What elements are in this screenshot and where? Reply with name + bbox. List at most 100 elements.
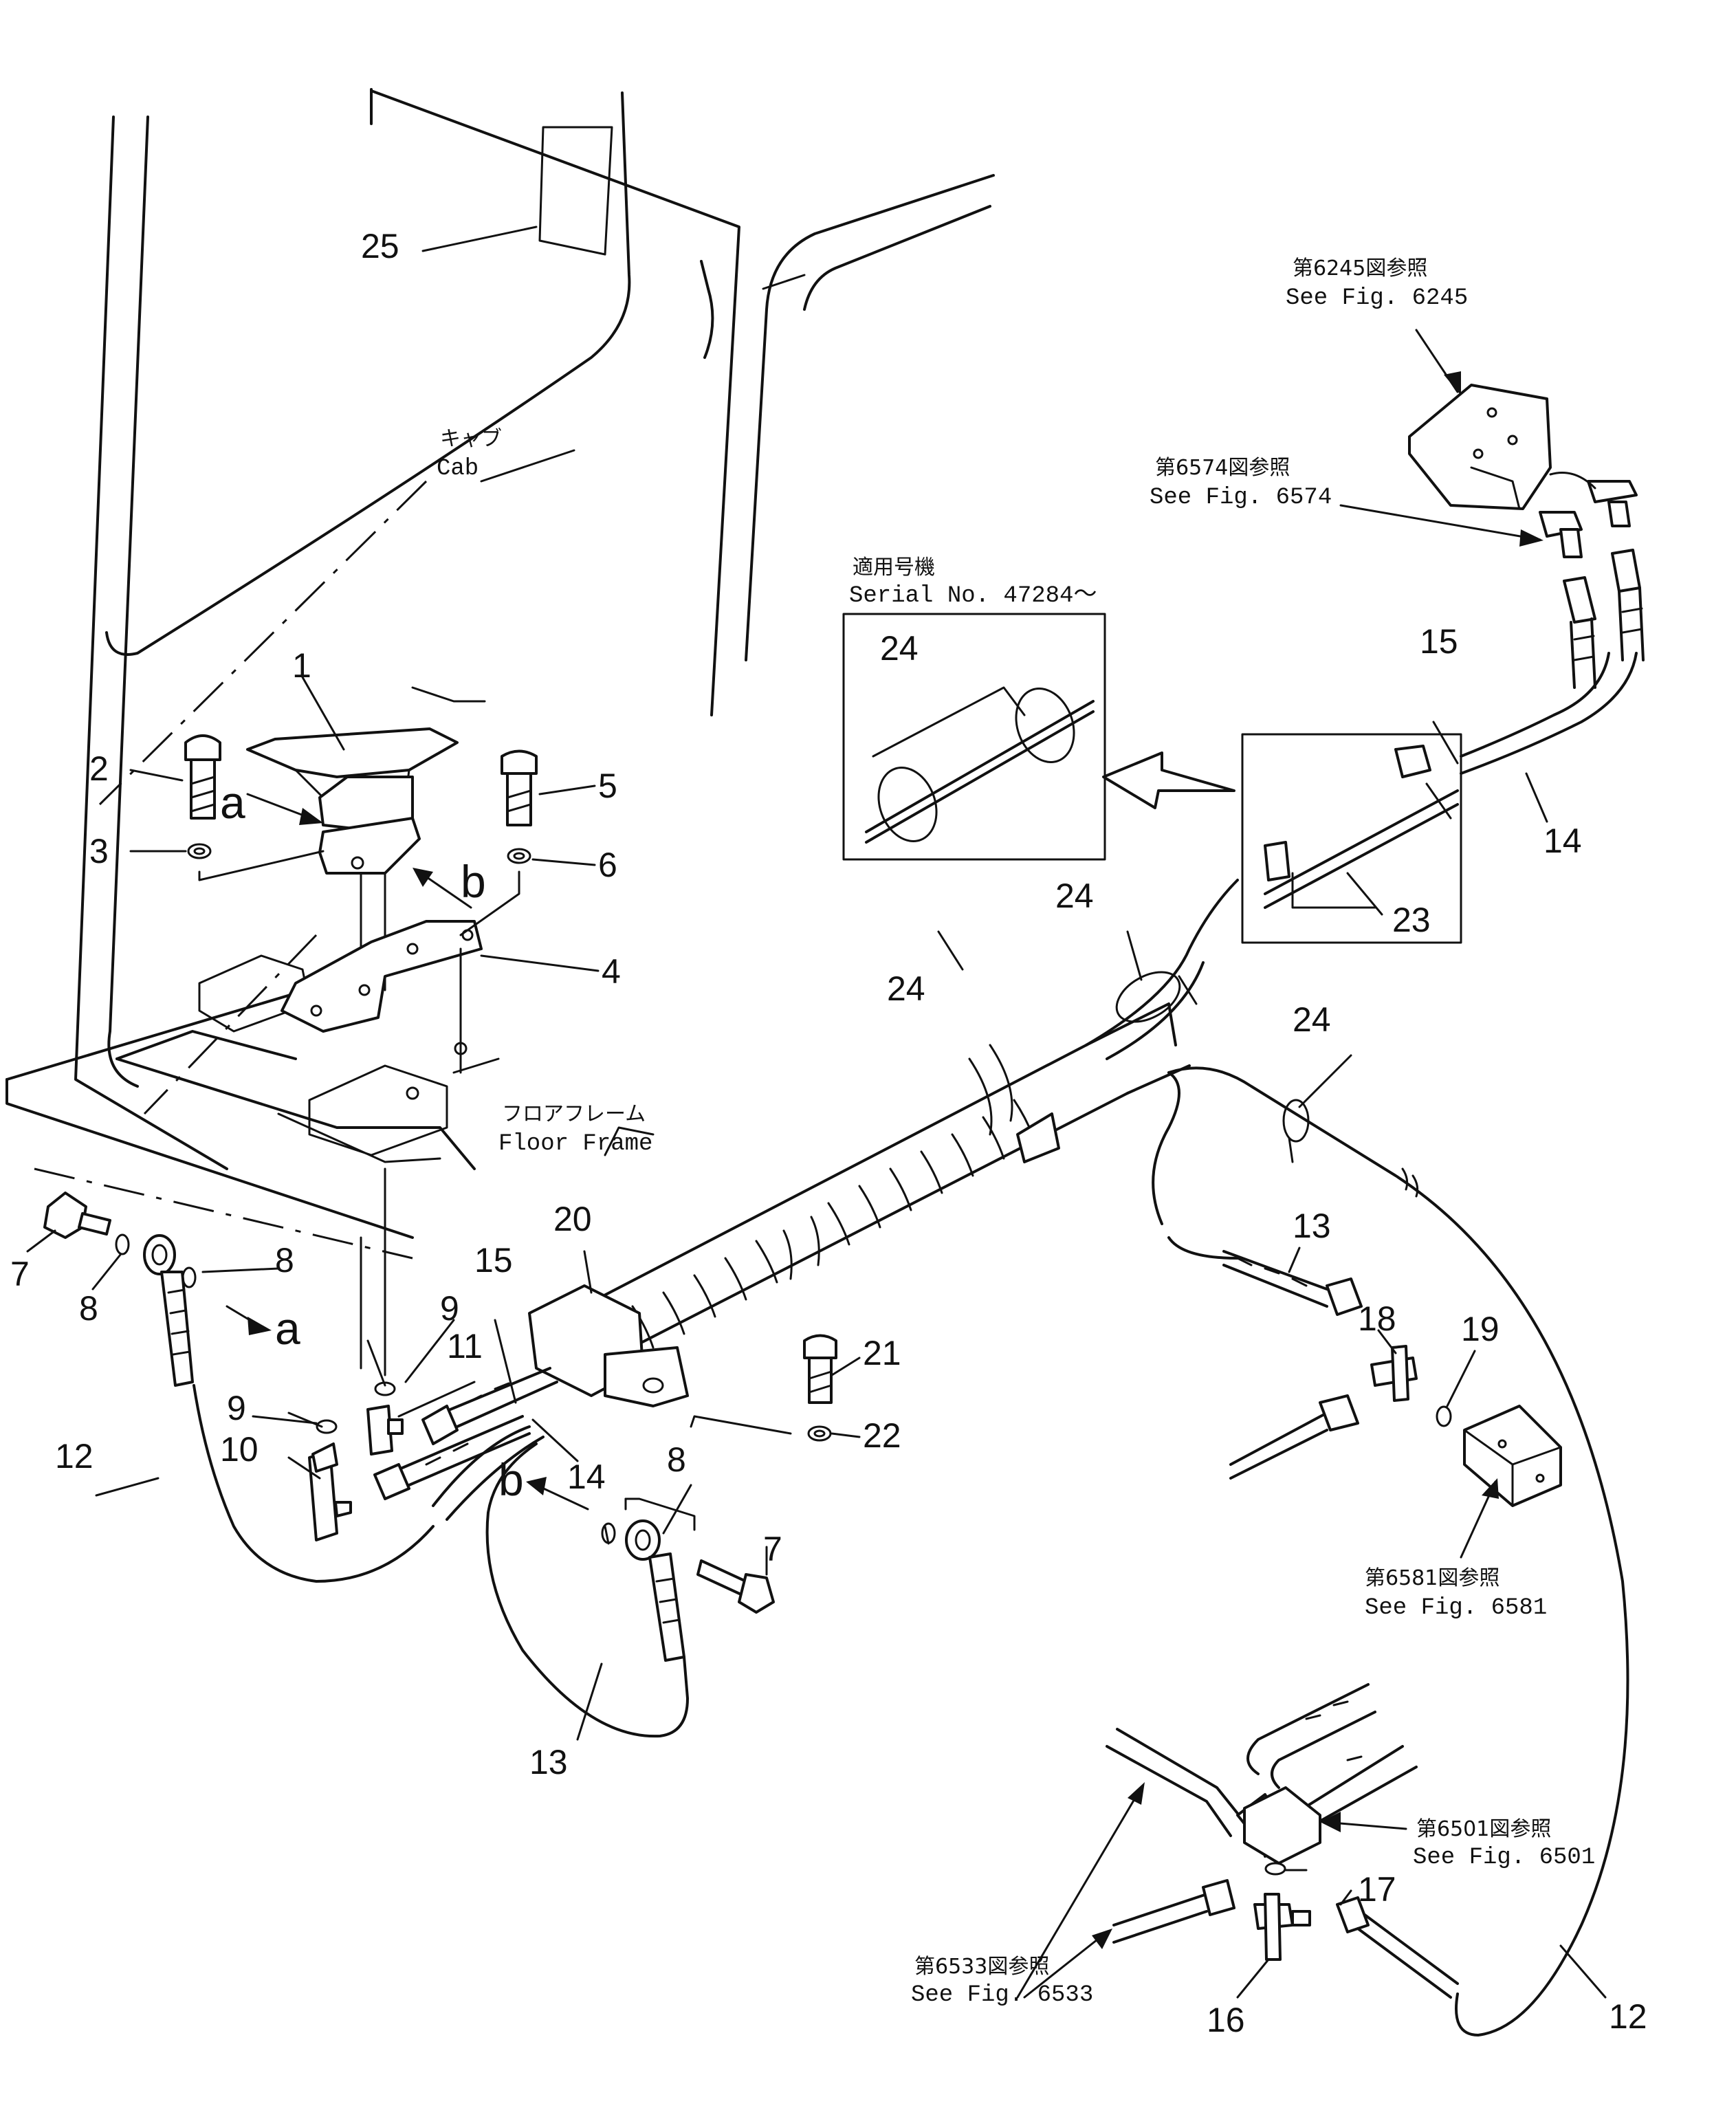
callout-24-right: 24 [1293, 1000, 1331, 1039]
block-6581 [1463, 1405, 1562, 1507]
hoses-6533 [1112, 1879, 1459, 1999]
bolt-7-right [696, 1559, 775, 1614]
callout-13-right: 13 [1293, 1207, 1331, 1245]
callout-4: 4 [602, 952, 621, 991]
callout-9-right: 9 [440, 1289, 459, 1328]
fig-6581-label-en: See Fig. 6581 [1365, 1595, 1547, 1621]
cab-outline [74, 88, 995, 1170]
fig-6501-label-en: See Fig. 6501 [1413, 1845, 1595, 1871]
callout-8-left: 8 [79, 1289, 98, 1328]
callout-15-upper: 15 [1420, 622, 1458, 661]
hoses-14-15-upper [1563, 549, 1645, 689]
callout-20: 20 [553, 1200, 592, 1238]
o-ring-19 [1436, 1405, 1452, 1427]
callout-25: 25 [361, 227, 399, 265]
view-arrow [1102, 751, 1235, 809]
callout-16: 16 [1207, 2001, 1245, 2039]
callout-11: 11 [447, 1327, 483, 1365]
fig-6501-label-jp: 第6501図参照 [1416, 1817, 1551, 1841]
callout-numbers: 1 2 3 4 5 6 7 8 8 9 9 10 11 12 12 13 13 … [10, 227, 1647, 2039]
serial-label-en: Serial No. 47284～ [849, 583, 1097, 609]
hose-lower-13 [1229, 1394, 1359, 1480]
hose-bundle [528, 879, 1239, 1407]
hose-12-right [1167, 1066, 1629, 2036]
callout-19: 19 [1461, 1310, 1499, 1348]
view-letter-a-bottom: a [275, 1303, 300, 1354]
fitting-11 [366, 1405, 404, 1456]
callout-17: 17 [1358, 1870, 1396, 1909]
callout-6: 6 [598, 846, 617, 884]
callout-14-upper: 14 [1543, 822, 1582, 860]
cab-label-en: Cab [437, 456, 479, 482]
fig-6581-label-jp: 第6581図参照 [1365, 1566, 1499, 1590]
callout-8-lower: 8 [667, 1440, 686, 1479]
fig-6574-label-jp: 第6574図参照 [1155, 456, 1290, 480]
callout-24-middle: 24 [887, 969, 925, 1008]
callout-5: 5 [598, 767, 617, 805]
detail-box-23 [1241, 652, 1638, 944]
cab-label-jp: キャブ [440, 427, 502, 451]
callout-13-lower: 13 [529, 1743, 568, 1781]
fitting-10 [308, 1442, 352, 1541]
o-ring-9-left [316, 1419, 338, 1434]
view-letter-b-top: b [461, 856, 486, 907]
eye-fitting-13-lower [601, 1519, 685, 1662]
eye-fitting-12 [143, 1234, 194, 1387]
tee-fittings-6574 [1539, 472, 1638, 558]
view-letters: a b a b [220, 777, 524, 1505]
washer-8-left [115, 1233, 130, 1255]
callout-23: 23 [1392, 901, 1431, 939]
bolt-7-left [43, 1192, 111, 1239]
callout-12-right: 12 [1609, 1997, 1647, 2036]
floor-frame [6, 954, 500, 1239]
callout-24-inset: 24 [880, 629, 919, 668]
callout-18: 18 [1358, 1299, 1396, 1338]
washer-8-right [182, 1266, 197, 1288]
washer-22 [807, 1425, 832, 1442]
callout-14-lower: 14 [567, 1458, 606, 1496]
clamp-24-right [1282, 1099, 1310, 1163]
valve-block-6245 [1408, 384, 1552, 510]
callout-21: 21 [863, 1334, 901, 1372]
floor-frame-label-jp: フロアフレーム [502, 1102, 646, 1126]
hoses-14-15-lower [373, 1367, 558, 1521]
hose-13-left-loop [485, 1442, 689, 1738]
callout-12-left: 12 [55, 1437, 94, 1475]
view-letter-a-top: a [220, 777, 245, 828]
serial-inset-box [842, 613, 1106, 861]
fitting-18 [1370, 1345, 1418, 1402]
hose-12-left-loop [193, 1384, 435, 1583]
fig-6574-label-en: See Fig. 6574 [1150, 485, 1332, 511]
hose-13-right [1152, 1071, 1363, 1316]
fig-6533-label-en: See Fig. 6533 [911, 1982, 1093, 2008]
bolt-21 [803, 1334, 837, 1404]
valve-6501 [1106, 1683, 1418, 1871]
callout-3: 3 [89, 832, 109, 870]
o-ring-17 [1264, 1862, 1286, 1876]
center-lines [34, 480, 428, 1260]
callout-15-lower: 15 [474, 1241, 513, 1280]
reference-labels: キャブ Cab フロアフレーム Floor Frame 適用号機 Serial … [437, 256, 1595, 2008]
view-letter-b-bottom: b [498, 1454, 524, 1505]
callout-2: 2 [89, 749, 109, 788]
fig-6245-label-jp: 第6245図参照 [1293, 256, 1427, 281]
callout-24-upper: 24 [1055, 877, 1094, 915]
callout-10: 10 [220, 1430, 259, 1469]
callout-22: 22 [863, 1416, 901, 1455]
callout-8-top: 8 [275, 1241, 294, 1280]
fig-6245-label-en: See Fig. 6245 [1286, 285, 1468, 311]
clamp-24-upper [1115, 971, 1198, 1023]
leader-view-lines [95, 1415, 792, 1531]
callout-7-right: 7 [763, 1530, 782, 1568]
serial-label-jp: 適用号機 [853, 556, 935, 580]
tee-16 [1253, 1893, 1311, 1961]
fig-6533-label-jp: 第6533図参照 [914, 1955, 1049, 1979]
callout-9-left: 9 [227, 1389, 246, 1427]
leader-lines [26, 226, 1607, 1999]
callout-7-left: 7 [10, 1255, 30, 1293]
callout-1: 1 [292, 646, 311, 685]
floor-frame-label-en: Floor Frame [498, 1131, 652, 1157]
leader-arrows [226, 329, 1543, 1999]
